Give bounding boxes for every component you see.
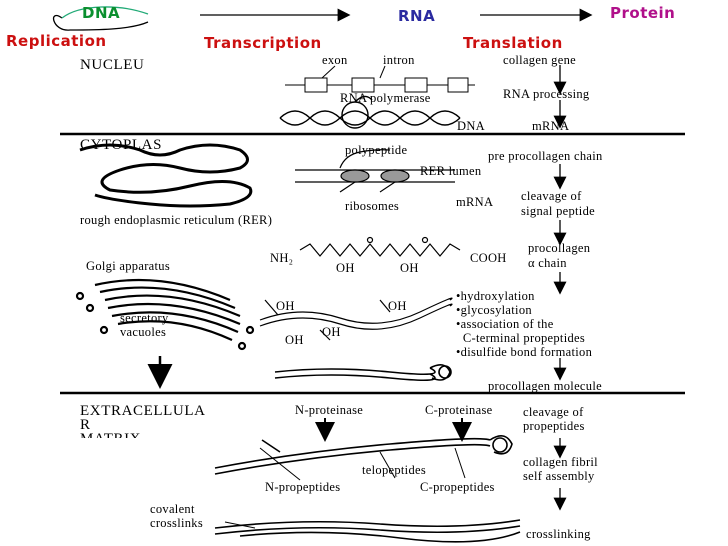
translation-header: Translation [463,34,563,52]
bullet-hydroxylation: •hydroxylation [456,289,535,303]
nucleus-title: NUCLEU [80,57,145,73]
cleavage-propeptides-label-1: cleavage of [523,405,584,419]
procollagen-label-1: procollagen [528,241,591,255]
c-proteinase-label: C-proteinase [425,403,493,417]
cooh-label: COOH [470,251,507,265]
replication-cycle-arrow [52,6,149,31]
procollagen-molecule-graphic [274,364,452,382]
nh2-label: NH₂ [270,251,294,265]
procollagen-label-2: α chain [528,256,567,270]
cytoplasm-title: CYTOPLAS [80,137,163,153]
replication-header: Replication [6,32,107,50]
oh-label-6: OH [285,333,304,347]
telopeptides-label: telopeptides [362,463,427,477]
cleavage-signal-label-1: cleavage of [521,189,582,203]
rer-lumen-label: RER lumen [420,164,482,178]
protein-header: Protein [610,4,676,22]
collagen-fibril-graphic [214,435,513,475]
cleavage-propeptides-label-2: propeptides [523,419,585,433]
secretory-label-2: vacuoles [120,325,167,339]
n-propeptides-label: N-propeptides [265,480,341,494]
rna-polymerase-label: RNA polymerase [340,91,431,105]
c-propeptides-label: C-propeptides [420,480,495,494]
oh-label-5: OH [322,325,341,339]
dna-header: DNA [82,4,121,22]
crosslinked-fibrils-graphic [214,519,521,543]
ribosomes-label: ribosomes [345,199,400,213]
bullet-disulfide: •disulfide bond formation [456,345,593,359]
mrna-label: mRNA [532,119,570,133]
extracellular-title-3: MATRIX [80,432,141,438]
procollagen-molecule-label: procollagen molecule [488,379,602,393]
oh-label-1: OH [336,261,355,275]
transcription-header: Transcription [204,34,322,52]
dna-label: DNA [457,119,485,133]
oh-label-4: OH [388,299,407,313]
bullet-association: •association of the [456,317,554,331]
covalent-label-2: crosslinks [150,516,203,530]
rer-label: rough endoplasmic reticulum (RER) [80,213,273,227]
collagen-fibril-label-2: self assembly [523,469,595,483]
golgi-label: Golgi apparatus [86,259,170,273]
rer-graphic [79,143,253,208]
collagen-gene-label: collagen gene [503,53,576,67]
cytoplasm-mrna-label: mRNA [456,195,494,209]
oh-label-2: OH [400,261,419,275]
crosslinking-label: crosslinking [526,527,591,541]
exon-label: exon [322,53,348,67]
rna-processing-label: RNA processing [503,87,590,101]
bullet-c-terminal: C-terminal propeptides [456,331,586,345]
secretory-label-1: secretory [120,311,169,325]
extracellular-title-2: R [80,417,91,433]
rer-membrane-graphic [295,149,455,193]
oh-label-3: OH [276,299,295,313]
polypeptide-label: polypeptide [345,143,408,157]
collagen-gene-graphic [285,65,475,93]
collagen-fibril-label-1: collagen fibril [523,455,598,469]
dna-helix-graphic [279,95,461,129]
alpha-chain-graphic [299,236,461,257]
bullet-glycosylation: •glycosylation [456,303,532,317]
cleavage-signal-label-2: signal peptide [521,204,595,218]
rna-header: RNA [398,7,436,25]
n-proteinase-label: N-proteinase [295,403,364,417]
pre-procollagen-label: pre procollagen chain [488,149,603,163]
covalent-label-1: covalent [150,502,195,516]
extracellular-title-1: EXTRACELLULA [80,403,206,419]
glycosylated-chain-graphic [259,297,453,341]
intron-label: intron [383,53,415,67]
golgi-graphic [75,278,255,351]
